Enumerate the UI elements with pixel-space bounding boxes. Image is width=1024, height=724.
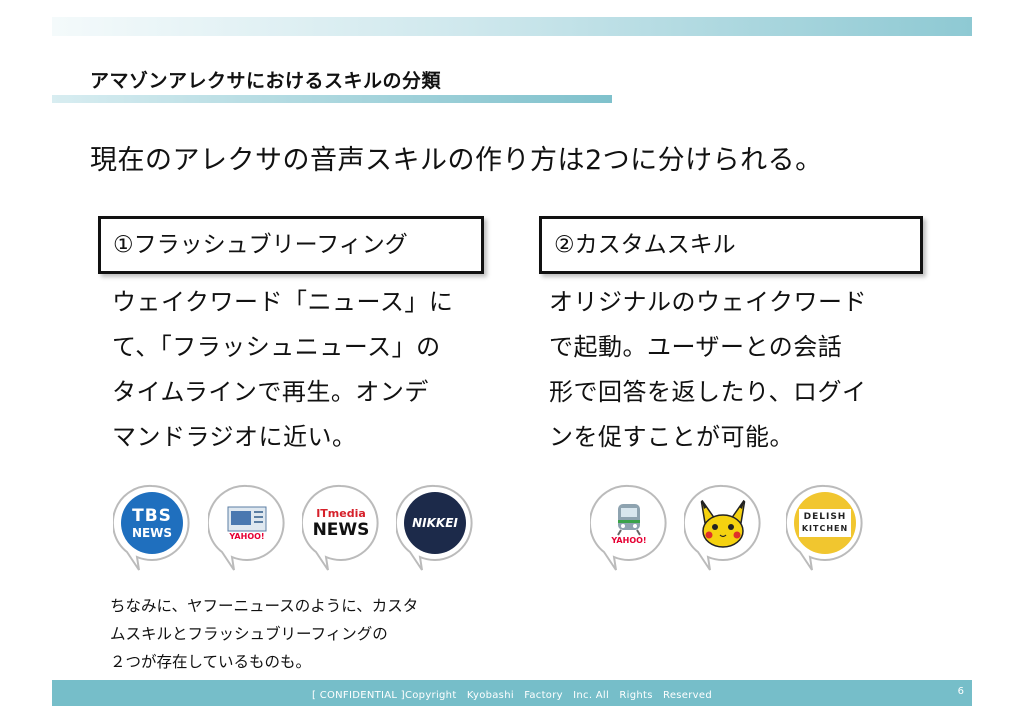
yahoo-news-icon: YAHOO! (208, 484, 286, 572)
tbs-news-icon: TBS NEWS (113, 484, 191, 572)
pikachu-icon (684, 484, 762, 572)
delish-kitchen-icon: DELISH KITCHEN (786, 484, 864, 572)
desc-line: ウェイクワード「ニュース」に (112, 288, 454, 316)
flash-briefing-heading-box: ①フラッシュブリーフィング (98, 216, 484, 274)
note-line: ２つが存在しているものも。 (110, 653, 312, 671)
title-underline (52, 95, 612, 103)
custom-skill-heading: ②カスタムスキル (554, 232, 736, 258)
flash-briefing-heading: ①フラッシュブリーフィング (113, 232, 408, 258)
copyright-text: [ CONFIDENTIAL ]Copyright Kyobashi Facto… (312, 690, 712, 701)
custom-skill-heading-box: ②カスタムスキル (539, 216, 923, 274)
footer-bar: [ CONFIDENTIAL ]Copyright Kyobashi Facto… (52, 680, 972, 706)
flash-briefing-description: ウェイクワード「ニュース」に て、「フラッシュニュース」の タイムラインで再生。… (112, 280, 453, 460)
nikkei-icon: NIKKEI (396, 484, 474, 572)
desc-line: ンを促すことが可能。 (549, 423, 794, 451)
page-number: 6 (957, 686, 964, 697)
desc-line: て、「フラッシュニュース」の (112, 333, 441, 361)
intro-text: 現在のアレクサの音声スキルの作り方は2つに分けられる。 (90, 145, 823, 176)
desc-line: マンドラジオに近い。 (112, 423, 357, 451)
slide-title: アマゾンアレクサにおけるスキルの分類 (90, 70, 442, 92)
itmedia-news-icon: ITmedia NEWS (302, 484, 380, 572)
desc-line: オリジナルのウェイクワード (549, 288, 868, 316)
note-text: ちなみに、ヤフーニュースのように、カスタ ムスキルとフラッシュブリーフィングの … (110, 592, 418, 676)
yahoo-train-icon: YAHOO! (590, 484, 668, 572)
desc-line: で起動。ユーザーとの会話 (549, 333, 843, 361)
top-accent-bar (52, 17, 972, 36)
note-line: ちなみに、ヤフーニュースのように、カスタ (110, 597, 419, 615)
custom-skill-description: オリジナルのウェイクワード で起動。ユーザーとの会話 形で回答を返したり、ログイ… (549, 280, 867, 460)
desc-line: タイムラインで再生。オンデ (112, 378, 429, 406)
note-line: ムスキルとフラッシュブリーフィングの (110, 625, 388, 643)
desc-line: 形で回答を返したり、ログイ (549, 378, 867, 406)
